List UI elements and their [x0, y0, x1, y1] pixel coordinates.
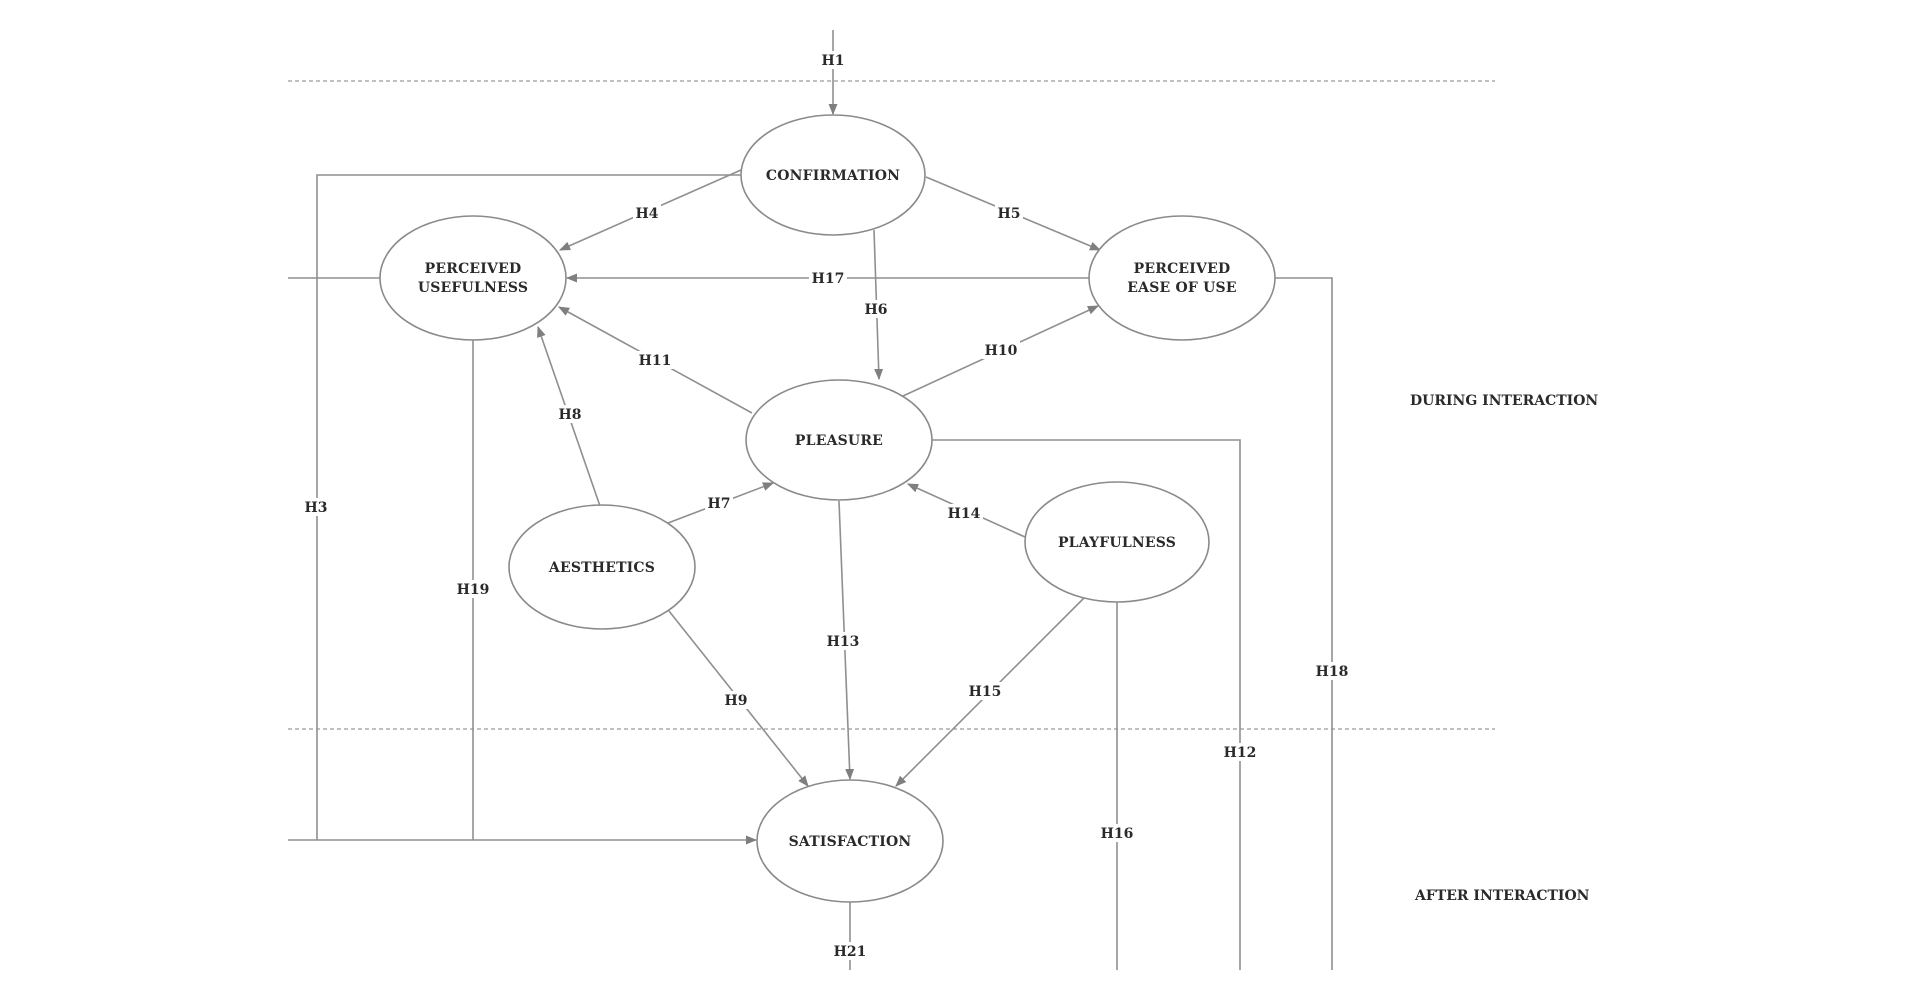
edge-h10-label-group: H10 [982, 341, 1020, 359]
node-aesthetics-ellipse [508, 504, 696, 630]
node-playfulness: PLAYFULNESS [1024, 481, 1210, 603]
edge-h18-line [1275, 277, 1333, 970]
edge-h18-label-group: H18 [1313, 662, 1351, 680]
edge-h17-label-group: H17 [809, 269, 847, 287]
edge-h14-label: H14 [948, 506, 981, 522]
edge-h4-label: H4 [636, 206, 659, 222]
edge-h12-label-group: H12 [1221, 743, 1259, 761]
edge-h10-label: H10 [985, 343, 1018, 359]
edge-h16-label-group: H16 [1098, 824, 1136, 842]
edge-h12-line [932, 439, 1241, 970]
node-playfulness-label: PLAYFULNESS [1058, 535, 1176, 551]
edge-h3-line [316, 174, 741, 840]
node-playfulness-ellipse [1024, 481, 1210, 603]
edge-labels-group: H1 H3 H4 H5 H6 H7 H8 H9 H10 H11 H12 H13 … [302, 51, 1351, 960]
edge-h12-label: H12 [1224, 745, 1257, 761]
edge-h15-label: H15 [969, 684, 1002, 700]
edge-h1-label: H1 [822, 53, 845, 69]
node-perceived-ease-of-use: PERCEIVED EASE OF USE [1088, 215, 1276, 341]
node-perceived-ease-of-use-label-line2: EASE OF USE [1127, 280, 1236, 296]
node-perceived-usefulness: PERCEIVED USEFULNESS [379, 215, 567, 341]
edge-h13-label-group: H13 [824, 632, 862, 650]
edge-h19-label-group: H19 [454, 580, 492, 598]
edge-h13-label: H13 [827, 634, 860, 650]
node-confirmation: CONFIRMATION [740, 114, 926, 236]
edge-h7-label: H7 [708, 496, 731, 512]
phase-label-after-interaction: AFTER INTERACTION [1414, 888, 1590, 904]
node-pleasure: PLEASURE [745, 379, 933, 501]
edge-h21-label-group: H21 [831, 942, 869, 960]
phase-label-during-interaction: DURING INTERACTION [1410, 393, 1598, 409]
edge-h5-label: H5 [998, 206, 1021, 222]
edge-h8-label: H8 [559, 407, 582, 423]
node-confirmation-label: CONFIRMATION [766, 168, 900, 184]
edge-h21-label: H21 [834, 944, 867, 960]
node-aesthetics-label: AESTHETICS [548, 560, 655, 576]
node-confirmation-ellipse [740, 114, 926, 236]
edge-h18-label: H18 [1316, 664, 1349, 680]
edge-h11-label-group: H11 [636, 351, 674, 369]
edge-h3-label-group: H3 [302, 498, 330, 516]
edge-h4-label-group: H4 [633, 204, 661, 222]
node-satisfaction: SATISFACTION [756, 779, 944, 903]
node-satisfaction-label: SATISFACTION [789, 834, 912, 850]
edge-h8-label-group: H8 [556, 405, 584, 423]
edge-h1-label-group: H1 [819, 51, 847, 69]
node-perceived-usefulness-ellipse [379, 215, 567, 341]
node-aesthetics: AESTHETICS [508, 504, 696, 630]
node-satisfaction-ellipse [756, 779, 944, 903]
node-perceived-ease-of-use-ellipse [1088, 215, 1276, 341]
node-perceived-usefulness-label-line2: USEFULNESS [418, 280, 528, 296]
edge-h9-label-group: H9 [722, 691, 750, 709]
node-pleasure-ellipse [745, 379, 933, 501]
node-perceived-ease-of-use-label-line1: PERCEIVED [1134, 261, 1231, 277]
edge-h19-label: H19 [457, 582, 490, 598]
node-perceived-usefulness-label-line1: PERCEIVED [425, 261, 522, 277]
edge-h6-label: H6 [865, 302, 888, 318]
edge-h3-label: H3 [305, 500, 328, 516]
edge-h5-label-group: H5 [995, 204, 1023, 222]
edge-h9-label: H9 [725, 693, 748, 709]
edge-h15-label-group: H15 [966, 682, 1004, 700]
edge-h16-label: H16 [1101, 826, 1134, 842]
edge-h14-label-group: H14 [945, 504, 983, 522]
edge-h7-label-group: H7 [705, 494, 733, 512]
edge-h17-label: H17 [812, 271, 845, 287]
node-pleasure-label: PLEASURE [795, 433, 883, 449]
edge-h11-label: H11 [639, 353, 672, 369]
edge-h6-label-group: H6 [862, 300, 890, 318]
